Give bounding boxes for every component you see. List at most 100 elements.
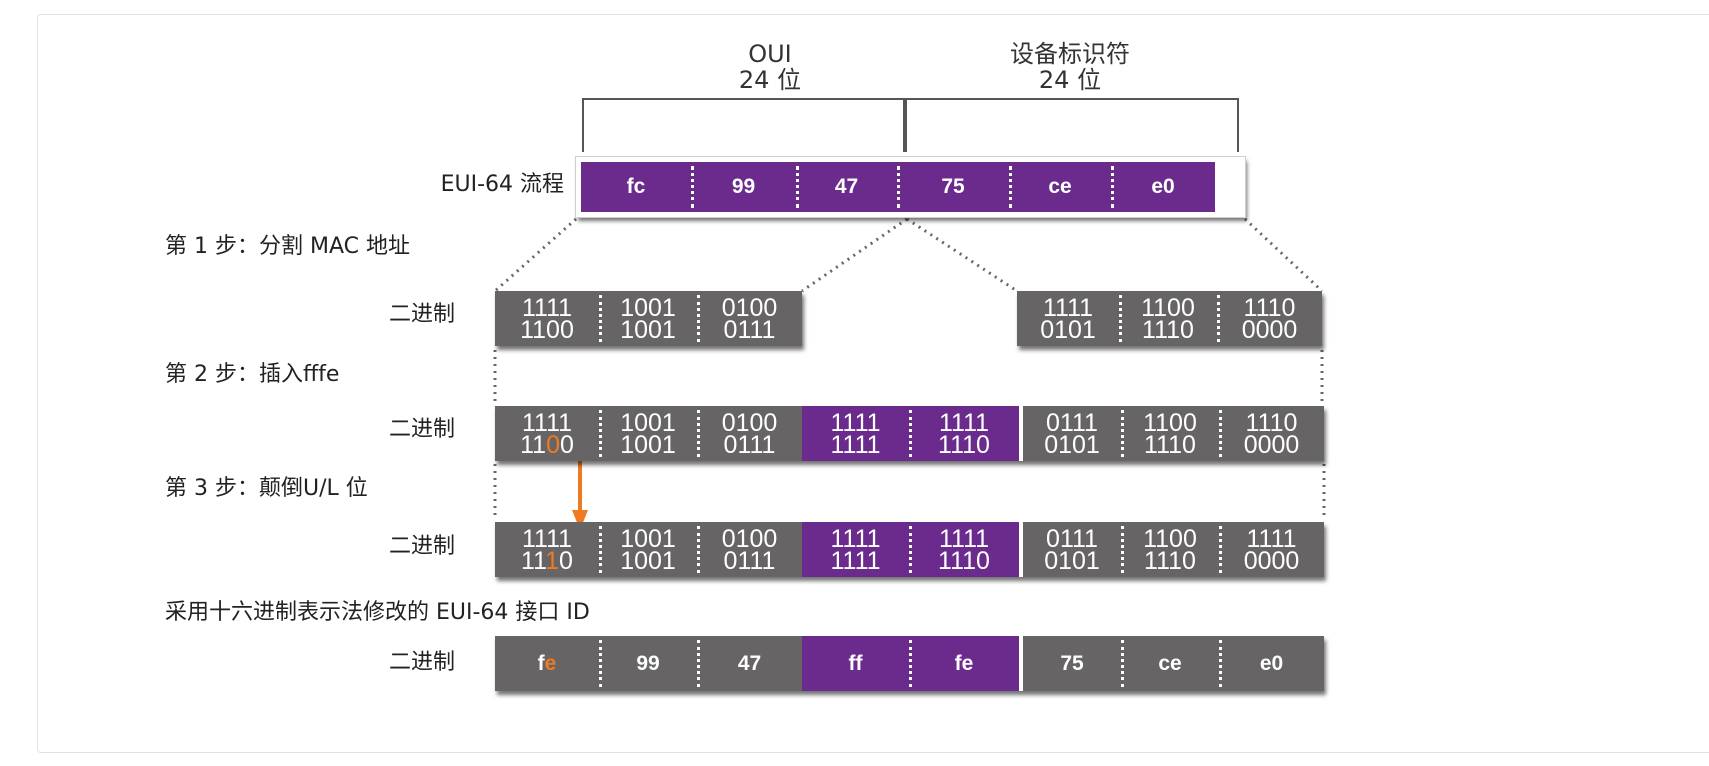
- final-label: 采用十六进制表示法修改的 EUI-64 接口 ID: [165, 600, 590, 625]
- step2-nibble-1-bottom: 1100: [520, 430, 574, 459]
- step2-nibble-5-bottom: 1110: [1144, 430, 1196, 459]
- split-line-right: [1243, 217, 1324, 293]
- device-id-bits: 24 位: [1038, 66, 1102, 94]
- mac-byte-3: 47: [796, 162, 897, 212]
- step2-nibble-2-bottom: 1001: [620, 430, 676, 459]
- step2-bits-post: 0: [559, 430, 574, 459]
- step2-nibble-1: 1111 1100: [495, 406, 599, 461]
- step1-nibble-4-bottom: 0101: [1040, 315, 1096, 344]
- step2-bits-pre: 11: [520, 430, 547, 459]
- final-hex-1-text: fe: [538, 652, 557, 676]
- mac-byte-1: fc: [581, 162, 691, 212]
- final-hex-1-flipped: e: [544, 651, 557, 675]
- split-line-left: [494, 217, 577, 293]
- final-hex-6: 75: [1019, 636, 1121, 691]
- step1-nibble-6-top: 1110: [1243, 293, 1296, 322]
- step1-nibble-5-bottom: 1110: [1142, 315, 1194, 344]
- oui-header: OUI 24 位: [720, 41, 820, 93]
- step2-nibble-4-top: 0111: [1046, 408, 1098, 437]
- mac-address-strip: fc 99 47 75 ce e0: [575, 156, 1246, 218]
- step1-nibble-5-top: 1100: [1141, 293, 1195, 322]
- step2-label: 第 2 步：插入fffe: [165, 362, 340, 387]
- step3-nibble-5-bottom: 1110: [1144, 546, 1196, 575]
- step3-nibble-6-top: 1111: [1246, 524, 1297, 553]
- step3-fffe-1-top: 1111: [830, 524, 881, 553]
- diagram-frame: [37, 14, 1709, 753]
- step3-nibble-1-bottom: 1110: [521, 546, 573, 575]
- binary-label-final: 二进制: [388, 650, 455, 675]
- final-hex-3: 47: [697, 636, 802, 691]
- mac-byte-4: 75: [897, 162, 1009, 212]
- step1-nibble-4-top: 1111: [1042, 293, 1094, 322]
- step1-nibble-3-top: 0100: [721, 293, 778, 322]
- final-interface-id-strip: fe 99 47 ff fe 75 ce e0: [495, 636, 1324, 691]
- eui64-process-label: EUI-64 流程: [440, 172, 564, 197]
- step2-nibble-6-top: 1110: [1245, 408, 1298, 437]
- step2-fffe-1-bottom: 1111: [830, 430, 881, 459]
- flip-arrow-head: [572, 510, 588, 530]
- device-id-header: 设备标识符 24 位: [990, 41, 1150, 93]
- step1-nibble-6-bottom: 0000: [1241, 315, 1298, 344]
- final-hex-8: e0: [1219, 636, 1324, 691]
- device-id-title: 设备标识符: [1010, 40, 1130, 68]
- step3-fffe-2-bottom: 1110: [938, 546, 990, 575]
- device-bracket: [905, 98, 1239, 152]
- step1-nibble-3-bottom: 0111: [723, 315, 776, 344]
- step2-nibble-6-bottom: 0000: [1243, 430, 1300, 459]
- final-hex-2: 99: [599, 636, 697, 691]
- step3-bits-pre: 11: [521, 546, 546, 575]
- step3-nibble-2-top: 1001: [620, 524, 676, 553]
- binary-label-step2: 二进制: [388, 417, 455, 442]
- step1-nibble-1-bottom: 1100: [520, 315, 574, 344]
- step1-nibble-2-top: 1001: [620, 293, 676, 322]
- step2-fffe-1-top: 1111: [830, 408, 881, 437]
- final-hex-1: fe: [495, 636, 599, 691]
- step3-nibble-3-bottom: 0111: [723, 546, 776, 575]
- step3-fffe-1-bottom: 1111: [830, 546, 881, 575]
- final-hex-1-pre: f: [537, 651, 545, 675]
- step3-nibble-1-top: 1111: [521, 524, 573, 553]
- mac-byte-6: e0: [1111, 162, 1215, 212]
- step3-nibble-4-top: 0111: [1046, 524, 1098, 553]
- step3-nibble-4-bottom: 0101: [1044, 546, 1100, 575]
- oui-title: OUI: [748, 40, 792, 68]
- step3-bits-post: 0: [559, 546, 573, 575]
- step3-fffe-2-top: 1111: [938, 524, 990, 553]
- ul-bit-flipped: 1: [545, 546, 560, 575]
- final-hex-5: fe: [909, 636, 1019, 691]
- mac-byte-2: 99: [691, 162, 796, 212]
- step2-nibble-3-bottom: 0111: [723, 430, 776, 459]
- ul-bit-original: 0: [546, 430, 560, 459]
- oui-bracket: [582, 98, 905, 152]
- step2-fffe-2-top: 1111: [938, 408, 990, 437]
- split-line-mid-left: [801, 217, 908, 293]
- split-line-mid-right: [906, 217, 1018, 293]
- step2-nibble-3-top: 0100: [721, 408, 778, 437]
- step3-nibble-5-top: 1100: [1143, 524, 1197, 553]
- final-hex-4: ff: [802, 636, 909, 691]
- step2-nibble-5-top: 1100: [1143, 408, 1197, 437]
- step3-label: 第 3 步：颠倒U/L 位: [165, 476, 368, 501]
